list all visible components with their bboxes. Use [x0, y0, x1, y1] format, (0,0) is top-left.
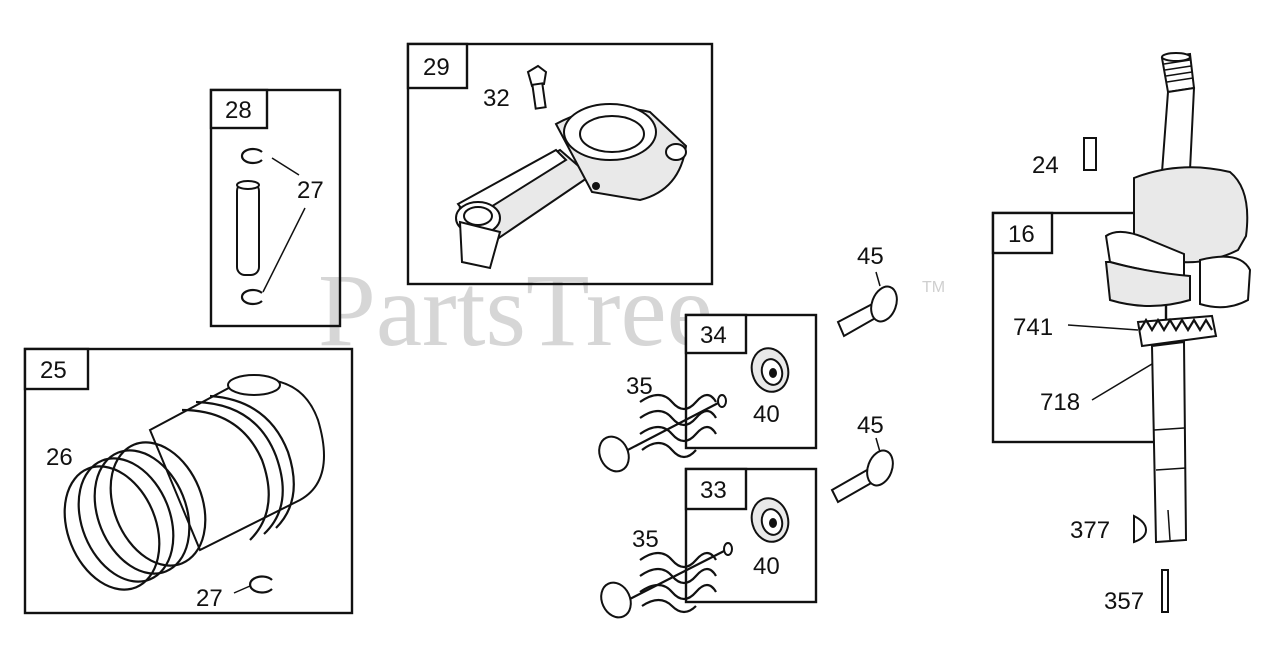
box-34-frame	[684, 313, 818, 450]
box-29-tab	[406, 42, 469, 90]
watermark-trademark: TM	[922, 279, 945, 296]
box-25-frame	[23, 347, 354, 615]
crankshaft	[1104, 52, 1252, 544]
box-25-number: 25	[40, 357, 67, 384]
label-377: 377	[1070, 517, 1110, 544]
connecting-rod	[455, 103, 688, 270]
valve-retainer-33	[750, 497, 790, 543]
label-718: 718	[1040, 389, 1080, 416]
tappet-upper[interactable]: 45	[836, 243, 901, 338]
label-32: 32	[483, 85, 510, 112]
valve-spring-assembly-top	[598, 393, 727, 473]
piston-rings	[63, 441, 207, 591]
retainer-clip-top	[240, 147, 263, 165]
label-27-top: 27	[297, 177, 324, 204]
label-35-top: 35	[626, 373, 653, 400]
box-25-tab	[23, 347, 90, 391]
label-35-bottom: 35	[632, 526, 659, 553]
box-28-tab	[209, 88, 269, 130]
piston-pin	[236, 182, 260, 276]
label-40-top: 40	[753, 401, 780, 428]
tappet-lower[interactable]: 45	[830, 412, 897, 504]
pin-357	[1161, 569, 1169, 613]
box-33-tab	[684, 467, 748, 511]
box-29-number: 29	[423, 54, 450, 81]
box-33-frame	[684, 467, 818, 604]
piston-clip	[248, 575, 273, 594]
label-741: 741	[1013, 314, 1053, 341]
group-33[interactable]: 33 40	[684, 467, 818, 604]
box-16-number: 16	[1008, 221, 1035, 248]
box-34-number: 34	[700, 322, 727, 349]
label-45-top: 45	[857, 243, 884, 270]
box-29-frame	[406, 42, 714, 286]
label-357: 357	[1104, 588, 1144, 615]
woodruff-key-377	[1133, 514, 1148, 544]
box-34-tab	[684, 313, 748, 355]
label-24: 24	[1032, 152, 1059, 179]
label-45-bottom: 45	[857, 412, 884, 439]
key-24	[1083, 137, 1097, 171]
box-28-number: 28	[225, 97, 252, 124]
box-16-tab	[991, 211, 1054, 255]
retainer-clip-bottom	[240, 288, 263, 306]
box-33-number: 33	[700, 477, 727, 504]
group-25[interactable]: 25 26 27	[23, 347, 354, 615]
rod-bolt	[526, 64, 548, 110]
group-28[interactable]: 28 27	[209, 88, 342, 328]
box-28-frame	[209, 88, 342, 328]
label-40-bottom: 40	[753, 553, 780, 580]
group-29[interactable]: 29 32	[406, 42, 714, 286]
label-27-bottom: 27	[196, 585, 223, 612]
valve-retainer-34	[750, 347, 790, 393]
valve-spring-assembly-bottom	[600, 542, 733, 619]
group-34[interactable]: 34 40	[684, 313, 818, 450]
piston	[148, 374, 325, 552]
label-26: 26	[46, 444, 73, 471]
watermark-text: PartsTree	[318, 253, 713, 368]
